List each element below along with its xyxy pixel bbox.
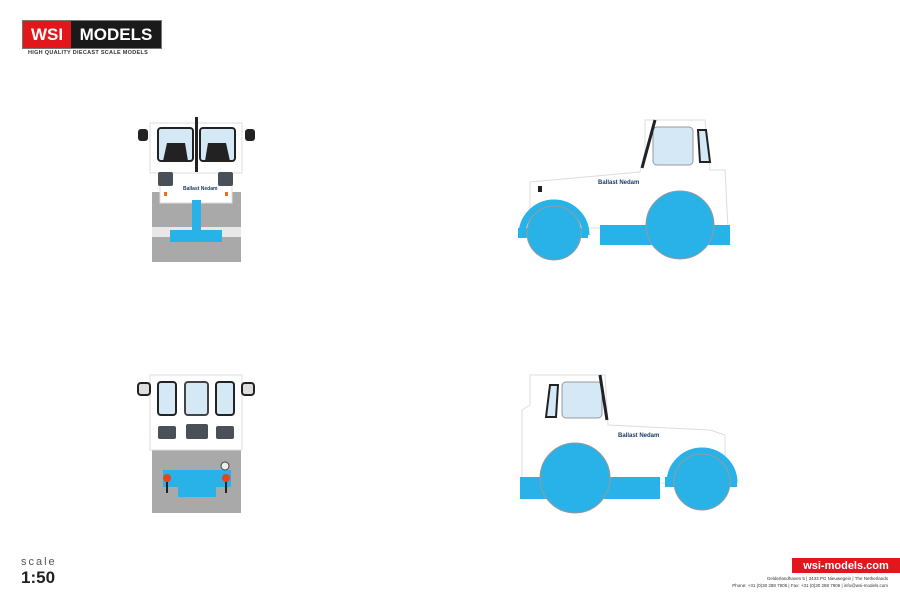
wsi-models-logo: WSI MODELS bbox=[22, 20, 162, 49]
side-view-right-drawing: Ballast Nedam bbox=[518, 119, 730, 261]
footer-contact: Phone: +31 (0)30 288 7905 | Fax: +31 (0)… bbox=[732, 583, 888, 588]
rear-view-drawing bbox=[137, 374, 255, 513]
front-view-drawing: Ballast Nedam bbox=[138, 117, 255, 262]
side-right-brand-text: Ballast Nedam bbox=[598, 180, 639, 186]
side-view-left-drawing: Ballast Nedam bbox=[520, 374, 738, 514]
footer-address: Gelderlandhaven 5 | 3433 PG Nieuwegein |… bbox=[766, 576, 888, 581]
website-link[interactable]: wsi-models.com bbox=[792, 558, 900, 573]
logo-wsi: WSI bbox=[23, 21, 71, 48]
scale-value: 1:50 bbox=[21, 568, 56, 587]
front-brand-text: Ballast Nedam bbox=[183, 186, 218, 192]
scale-label: scale bbox=[21, 556, 57, 568]
tagline: HIGH QUALITY DIECAST SCALE MODELS bbox=[28, 50, 149, 56]
logo-models: MODELS bbox=[71, 21, 161, 48]
side-left-brand-text: Ballast Nedam bbox=[618, 433, 659, 439]
